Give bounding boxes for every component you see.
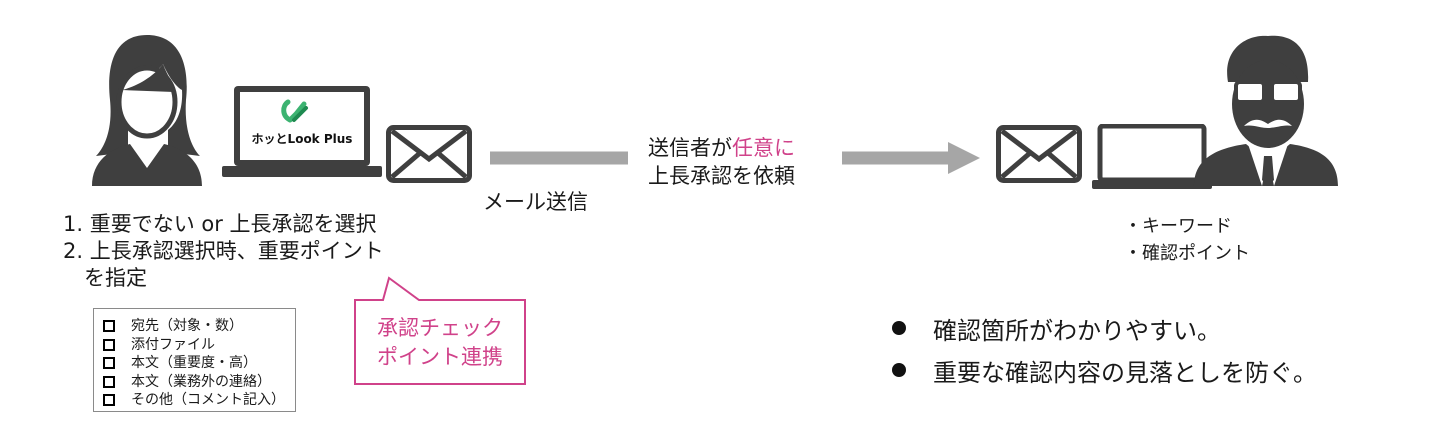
step-2-cont: を指定 xyxy=(84,266,147,290)
checklist-item-label: 本文（業務外の連絡） xyxy=(131,373,271,390)
benefit-item: 重要な確認内容の見落としを防ぐ。 xyxy=(892,354,1317,387)
checkbox-icon xyxy=(103,320,115,333)
checklist-item: その他（コメント記入） xyxy=(103,391,295,410)
sender-laptop-icon xyxy=(222,86,382,177)
mail-send-label: メール送信 xyxy=(483,190,588,214)
checkbox-icon xyxy=(103,394,115,407)
benefit-item: 確認箇所がわかりやすい。 xyxy=(892,312,1317,345)
request-part-2-highlight: 任意に xyxy=(732,136,795,160)
checklist-item-label: 宛先（対象・数） xyxy=(131,318,243,334)
checklist-item: 宛先（対象・数） xyxy=(103,317,295,336)
checklist-item-label: 添付ファイル xyxy=(131,336,215,353)
checkbox-icon xyxy=(103,338,115,351)
benefit-text: 重要な確認内容の見落としを防ぐ。 xyxy=(933,358,1317,387)
checkbox-icon xyxy=(103,375,115,388)
bullet-icon xyxy=(892,321,906,335)
sender-steps: 1. 重要でない or 上長承認を選択 2. 上長承認選択時、重要ポイント を指… xyxy=(63,211,384,292)
request-text: 送信者が任意に 上長承認を依頼 xyxy=(648,134,795,190)
callout-line-2: ポイント連携 xyxy=(377,345,503,369)
benefits-list: 確認箇所がわかりやすい。 重要な確認内容の見落としを防ぐ。 xyxy=(892,312,1317,387)
receiver-points: ・キーワード ・確認ポイント xyxy=(1124,213,1250,267)
request-line-1: 送信者が任意に xyxy=(648,134,795,162)
step-2: 2. 上長承認選択時、重要ポイント xyxy=(63,239,384,263)
receiver-point: ・確認ポイント xyxy=(1124,243,1250,264)
benefit-text: 確認箇所がわかりやすい。 xyxy=(933,316,1221,345)
request-line-2: 上長承認を依頼 xyxy=(648,164,795,188)
sender-woman-icon xyxy=(92,35,202,186)
step-1: 1. 重要でない or 上長承認を選択 xyxy=(63,212,377,236)
callout-shape xyxy=(354,276,526,385)
send-arrow xyxy=(490,142,980,174)
request-part-1: 送信者が xyxy=(648,136,732,160)
bullet-icon xyxy=(892,363,906,377)
checklist-item: 本文（業務外の連絡） xyxy=(103,373,295,392)
checklist-item-label: その他（コメント記入） xyxy=(131,392,285,408)
checklist-box: 宛先（対象・数） 添付ファイル 本文（重要度・高） 本文（業務外の連絡） その他… xyxy=(93,308,296,412)
checklist-item: 本文（重要度・高） xyxy=(103,354,295,373)
envelope-icon-sender xyxy=(386,125,472,183)
envelope-icon-receiver xyxy=(996,125,1082,183)
callout-text: 承認チェック ポイント連携 xyxy=(355,314,525,372)
logo-text: ホッとLook Plus xyxy=(251,132,353,146)
callout-line-1: 承認チェック xyxy=(377,316,503,340)
receiver-man-icon xyxy=(1194,35,1338,186)
receiver-laptop-icon xyxy=(1092,124,1212,189)
checklist-item: 添付ファイル xyxy=(103,336,295,355)
checklist-item-label: 本文（重要度・高） xyxy=(131,355,257,371)
checkbox-icon xyxy=(103,357,115,370)
receiver-point: ・キーワード xyxy=(1124,216,1232,237)
